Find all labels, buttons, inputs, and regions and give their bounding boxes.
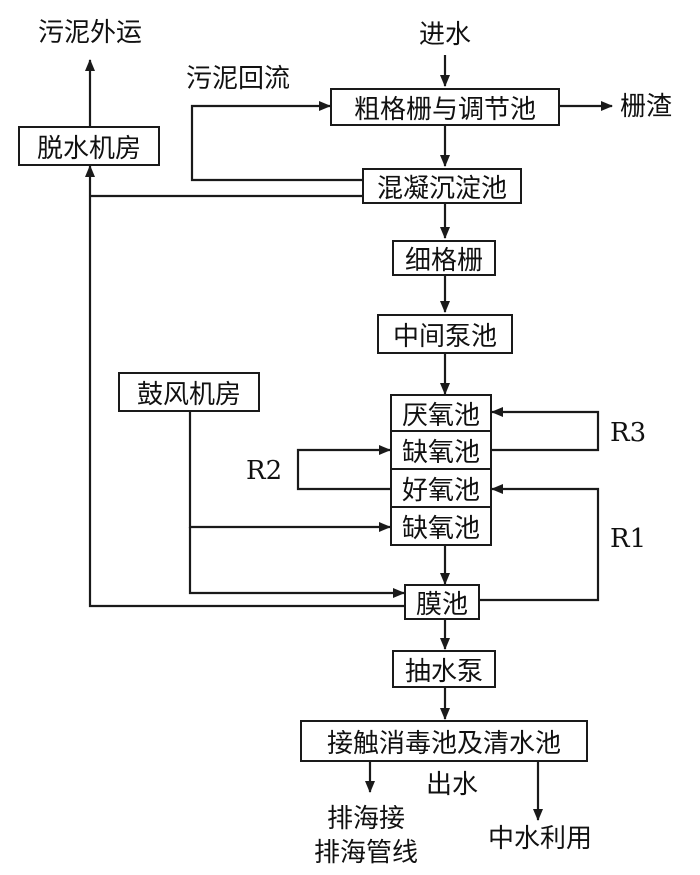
r3-loop <box>490 407 600 452</box>
fine-screen-box: 细格栅 <box>392 240 496 276</box>
air-line-anoxic <box>188 412 391 532</box>
r2-label: R2 <box>246 456 283 486</box>
sea-line-label-2: 排海管线 <box>313 838 419 868</box>
suction-pump-box: 抽水泵 <box>392 650 496 688</box>
coagulation-box: 混凝沉淀池 <box>362 168 522 204</box>
inflow-label: 进水 <box>418 20 472 50</box>
aerobic-box: 好氧池 <box>390 468 492 508</box>
disinfection-box: 接触消毒池及清水池 <box>300 720 588 762</box>
blower-box: 鼓风机房 <box>118 372 260 412</box>
sludge-return-label: 污泥回流 <box>186 64 291 94</box>
outflow-label: 出水 <box>425 770 479 800</box>
r1-loop <box>480 484 600 602</box>
membrane-box: 膜池 <box>404 584 480 620</box>
reuse-label: 中水利用 <box>487 824 593 854</box>
sludge-to-dewatering-line <box>85 165 404 608</box>
sea-line-label-1: 排海接 <box>326 804 406 834</box>
anoxic2-box: 缺氧池 <box>390 506 492 546</box>
anoxic1-box: 缺氧池 <box>390 430 492 470</box>
screenings-label: 栅渣 <box>620 92 673 122</box>
sludge-out-label: 污泥外运 <box>37 18 143 48</box>
pump-tank-box: 中间泵池 <box>377 314 513 354</box>
coarse-screen-box: 粗格栅与调节池 <box>330 88 560 126</box>
r3-label: R3 <box>610 418 647 448</box>
dewatering-box: 脱水机房 <box>18 126 160 166</box>
r2-loop <box>296 445 392 491</box>
sludge-return-line <box>190 101 362 182</box>
anaerobic-box: 厌氧池 <box>390 394 492 432</box>
r1-label: R1 <box>610 524 647 554</box>
air-line-membrane <box>188 527 405 598</box>
